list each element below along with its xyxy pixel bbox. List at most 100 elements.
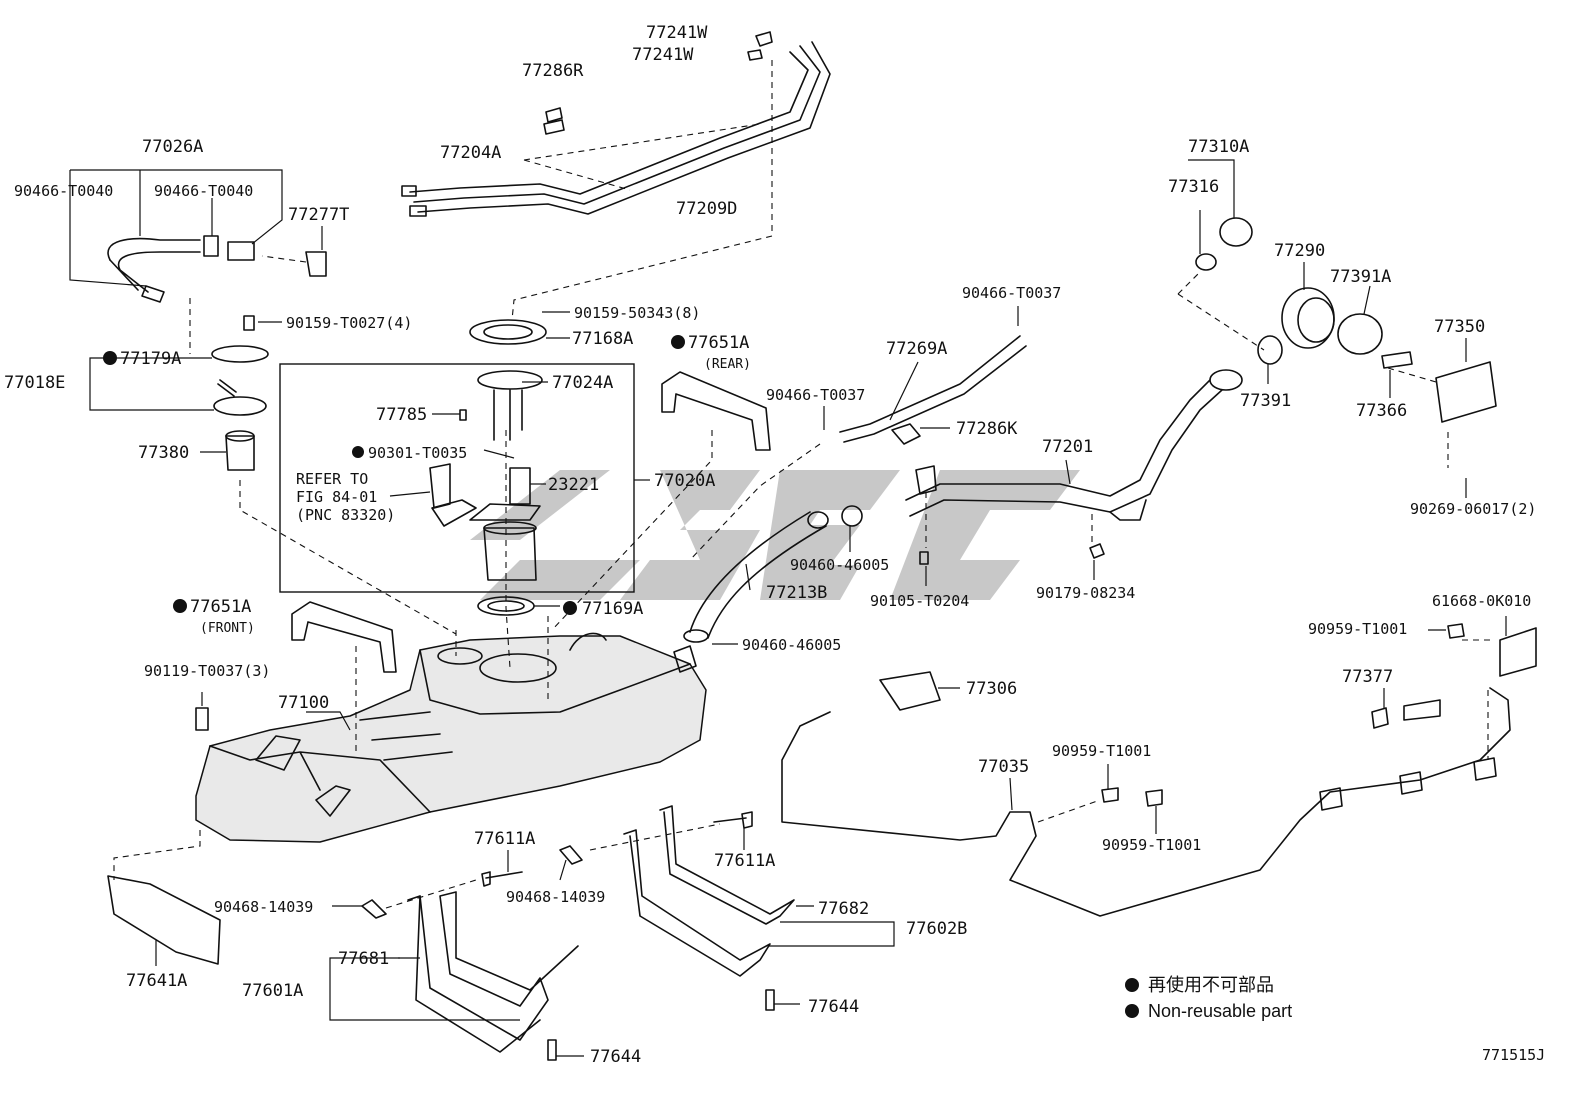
inlet-box-77290 <box>1281 287 1335 349</box>
tank-band-77651A-rear <box>661 371 771 451</box>
label-90105-T0204: 90105-T0204 <box>870 592 969 610</box>
bullet-90301-T0035 <box>352 446 364 458</box>
label-90301-T0035: 90301-T0035 <box>368 444 467 462</box>
label-77286R: 77286R <box>522 61 584 81</box>
label-77018E: 77018E <box>4 373 65 393</box>
bullet-77169A <box>563 601 577 615</box>
filler-hose-77213B <box>689 511 829 639</box>
legend-japanese: 再使用不可部品 <box>1148 975 1274 995</box>
bullet-77179A <box>103 351 117 365</box>
cable-end-77377 <box>1371 699 1441 729</box>
label-refer-line3: (PNC 83320) <box>296 506 395 524</box>
label-77785: 77785 <box>376 405 427 425</box>
bolt-77611A-a <box>481 871 523 887</box>
label-90460-46005-b: 90460-46005 <box>742 636 841 654</box>
fuel-filter-77380 <box>225 430 255 471</box>
nut-90179-08234 <box>1089 543 1105 559</box>
legend: 再使用不可部品 Non-reusable part <box>1148 975 1292 1021</box>
clamp-90959-T1001-a <box>1447 623 1465 639</box>
label-77601A: 77601A <box>242 981 303 1001</box>
label-77179A: 77179A <box>120 349 181 369</box>
line-end-fitting-b <box>409 205 427 217</box>
label-77682: 77682 <box>818 899 869 919</box>
hose-clamp-90460-46005-b <box>683 629 709 643</box>
fuel-strainer <box>483 521 537 581</box>
label-90159-T0027: 90159-T0027(4) <box>286 314 412 332</box>
label-90460-46005-a: 90460-46005 <box>790 556 889 574</box>
label-77024A: 77024A <box>552 373 613 393</box>
label-23221: 23221 <box>548 475 599 495</box>
label-90959-T1001-b: 90959-T1001 <box>1052 742 1151 760</box>
label-90466-T0040-a: 90466-T0040 <box>14 182 113 200</box>
label-77169A: 77169A <box>582 599 643 619</box>
label-77306: 77306 <box>966 679 1017 699</box>
label-77035: 77035 <box>978 757 1029 777</box>
protector-77641A <box>107 875 221 965</box>
label-61668-0K010: 61668-0K010 <box>1432 592 1531 610</box>
label-77644-a: 77644 <box>808 997 859 1017</box>
label-77201: 77201 <box>1042 437 1093 457</box>
fuel-tank-77100 <box>195 632 707 843</box>
clip-90468-14039-b <box>559 845 583 865</box>
bolt-77611A-b <box>713 811 753 829</box>
clamp-77286K <box>891 423 921 445</box>
label-front-note: (FRONT) <box>200 621 255 636</box>
label-77100: 77100 <box>278 693 329 713</box>
label-77020A: 77020A <box>654 471 715 491</box>
tank-band-77601A <box>407 891 579 1053</box>
legend-bullet-2 <box>1125 1004 1139 1018</box>
fuel-cap-77310A <box>1195 217 1253 271</box>
fuel-pump-group-box <box>279 363 635 593</box>
label-77380: 77380 <box>138 443 189 463</box>
label-77290: 77290 <box>1274 241 1325 261</box>
label-90119-T0037: 90119-T0037(3) <box>144 662 270 680</box>
bullet-77651A-rear <box>671 335 685 349</box>
hose-clamp-90460-46005-a <box>841 505 863 527</box>
fuel-line-assembly <box>401 41 831 217</box>
pump-bracket-77024A <box>477 370 543 441</box>
fuel-sender-77018E <box>211 315 269 416</box>
pump-gasket-77168A <box>469 319 547 345</box>
bolt-90105-T0204 <box>919 551 929 565</box>
tank-band-77602B <box>623 805 795 977</box>
clamp-90959-T1001-c <box>1145 789 1163 807</box>
sender-gauge-ref <box>429 463 477 527</box>
label-77366: 77366 <box>1356 401 1407 421</box>
label-77651A-front: 77651A <box>190 597 251 617</box>
label-77168A: 77168A <box>572 329 633 349</box>
label-77241W-b: 77241W <box>632 45 694 65</box>
label-77277T: 77277T <box>288 205 349 225</box>
label-90468-14039-b: 90468-14039 <box>506 888 605 906</box>
hinge-77366 <box>1381 351 1413 369</box>
label-77209D: 77209D <box>676 199 737 219</box>
label-90959-T1001-a: 90959-T1001 <box>1308 620 1407 638</box>
label-refer-line2: FIG 84-01 <box>296 488 377 506</box>
gasket-77391 <box>1257 335 1283 365</box>
clamp-77241W-a <box>755 31 773 47</box>
bolt-77644-b <box>547 1039 557 1061</box>
vent-hose-77026A <box>107 235 327 303</box>
label-77641A: 77641A <box>126 971 187 991</box>
label-77286K: 77286K <box>956 419 1018 439</box>
bolt-77644-a <box>765 989 775 1011</box>
label-77611A-b: 77611A <box>714 851 775 871</box>
line-end-fitting-a <box>401 185 417 197</box>
label-77213B: 77213B <box>766 583 827 603</box>
clamp-90959-T1001-b <box>1101 787 1119 803</box>
label-77269A: 77269A <box>886 339 947 359</box>
gasket-77391A <box>1337 313 1383 355</box>
label-90466-T0037-a: 90466-T0037 <box>766 386 865 404</box>
fuel-door-77350 <box>1435 361 1497 423</box>
clamp-77241W-b <box>747 49 763 61</box>
label-77377: 77377 <box>1342 667 1393 687</box>
non-reusable-markers <box>103 335 1139 1018</box>
label-90466-T0037-b: 90466-T0037 <box>962 284 1061 302</box>
label-77602B: 77602B <box>906 919 967 939</box>
opener-cable-77035 <box>781 687 1511 917</box>
part-labels: 77241W 77241W 77286R 77204A 77209D 77026… <box>4 23 1536 1067</box>
label-77310A: 77310A <box>1188 137 1249 157</box>
dashed-connectors <box>113 60 1494 909</box>
clip-90468-14039-a <box>361 899 387 919</box>
breather-hose-77269A <box>839 335 1027 443</box>
